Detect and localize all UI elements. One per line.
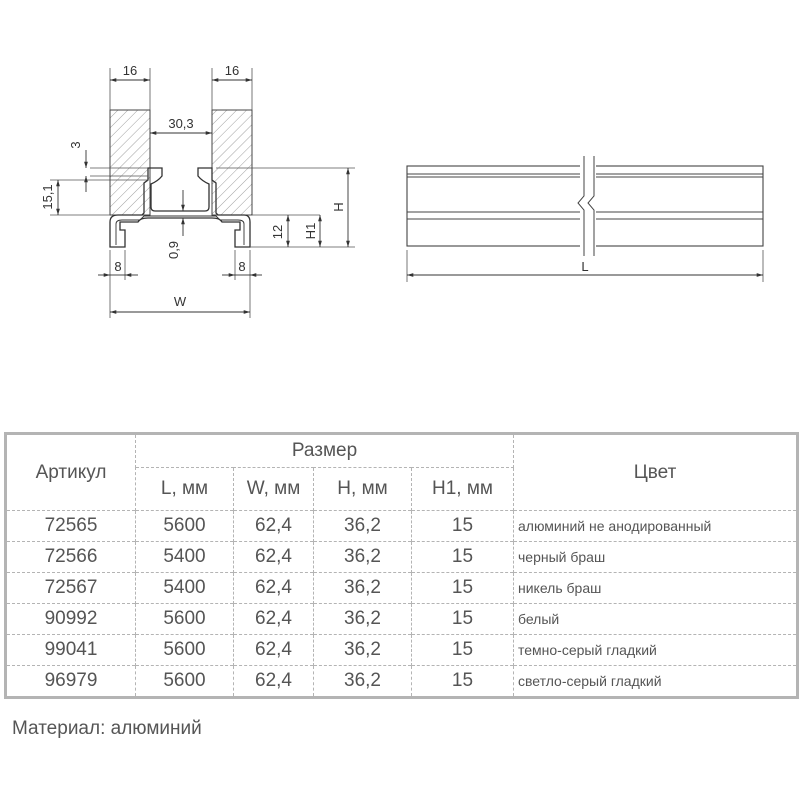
cell-color: черный браш <box>513 541 798 573</box>
cell-l: 5400 <box>135 541 234 573</box>
technical-drawing: 16 16 30,3 3 15,1 0,9 12 H1 H 8 8 W <box>40 63 764 318</box>
cell-h: 36,2 <box>313 665 412 698</box>
cell-article: 72566 <box>5 541 136 573</box>
cell-l: 5600 <box>135 603 234 635</box>
cell-w: 62,4 <box>233 572 314 604</box>
header-h: H, мм <box>313 467 412 511</box>
cell-h: 36,2 <box>313 510 412 542</box>
dim-leg-left: 8 <box>114 259 121 274</box>
cross-section-view: 16 16 30,3 3 15,1 0,9 12 H1 H 8 8 W <box>40 63 355 318</box>
cell-color: белый <box>513 603 798 635</box>
left-wall-panel <box>109 109 151 216</box>
cell-h1: 15 <box>411 634 514 666</box>
dim-flange-height: 15,1 <box>40 184 55 209</box>
header-color: Цвет <box>633 461 677 483</box>
table-row: 99041 5600 62,4 36,2 15 темно-серый глад… <box>5 634 798 666</box>
cell-color: алюминий не анодированный <box>513 510 798 542</box>
cell-article: 90992 <box>5 603 136 635</box>
dim-h-label: H <box>331 202 346 211</box>
cell-h1: 15 <box>411 510 514 542</box>
cell-w: 62,4 <box>233 541 314 573</box>
profile-outline <box>109 167 251 248</box>
dim-leg-right: 8 <box>238 259 245 274</box>
header-article: Артикул <box>5 433 136 511</box>
cell-w: 62,4 <box>233 665 314 698</box>
cell-l: 5600 <box>135 634 234 666</box>
dim-wall-thickness: 0,9 <box>166 241 181 259</box>
cell-h1: 15 <box>411 572 514 604</box>
material-note: Материал: алюминий <box>12 718 202 739</box>
side-view: L <box>406 156 764 282</box>
table-row: 90992 5600 62,4 36,2 15 белый <box>5 603 798 635</box>
cell-w: 62,4 <box>233 510 314 542</box>
cell-h1: 15 <box>411 665 514 698</box>
table-row: 72565 5600 62,4 36,2 15 алюминий не анод… <box>5 510 798 542</box>
cell-h1: 15 <box>411 603 514 635</box>
cell-l: 5400 <box>135 572 234 604</box>
dim-l-label: L <box>581 259 588 274</box>
cell-l: 5600 <box>135 665 234 698</box>
spec-table: Артикул Размер Цвет L, мм W, мм H, мм H1… <box>4 432 799 699</box>
dim-wall-right: 16 <box>225 63 239 78</box>
table-row: 72566 5400 62,4 36,2 15 черный браш <box>5 541 798 573</box>
cell-l: 5600 <box>135 510 234 542</box>
table-row: 72567 5400 62,4 36,2 15 никель браш <box>5 572 798 604</box>
header-h1: H1, мм <box>411 467 514 511</box>
dim-side-height: 12 <box>270 225 285 239</box>
cell-color: темно-серый гладкий <box>513 634 798 666</box>
dim-w-label: W <box>174 294 187 309</box>
header-w: W, мм <box>233 467 314 511</box>
cell-article: 99041 <box>5 634 136 666</box>
dim-top-offset: 3 <box>68 141 83 148</box>
cell-w: 62,4 <box>233 634 314 666</box>
header-l: L, мм <box>135 467 234 511</box>
cell-color: никель браш <box>513 572 798 604</box>
cell-article: 72567 <box>5 572 136 604</box>
cell-h: 36,2 <box>313 541 412 573</box>
cell-h: 36,2 <box>313 634 412 666</box>
cell-h1: 15 <box>411 541 514 573</box>
dim-h1-label: H1 <box>303 223 318 240</box>
header-size: Размер <box>135 433 514 468</box>
table-row: 96979 5600 62,4 36,2 15 светло-серый гла… <box>5 665 798 698</box>
cell-w: 62,4 <box>233 603 314 635</box>
cell-h: 36,2 <box>313 603 412 635</box>
dim-wall-left: 16 <box>123 63 137 78</box>
right-wall-panel <box>211 109 253 216</box>
cell-color: светло-серый гладкий <box>513 665 798 698</box>
cell-h: 36,2 <box>313 572 412 604</box>
cell-article: 72565 <box>5 510 136 542</box>
cell-article: 96979 <box>5 665 136 698</box>
dim-gap-width: 30,3 <box>168 116 193 131</box>
